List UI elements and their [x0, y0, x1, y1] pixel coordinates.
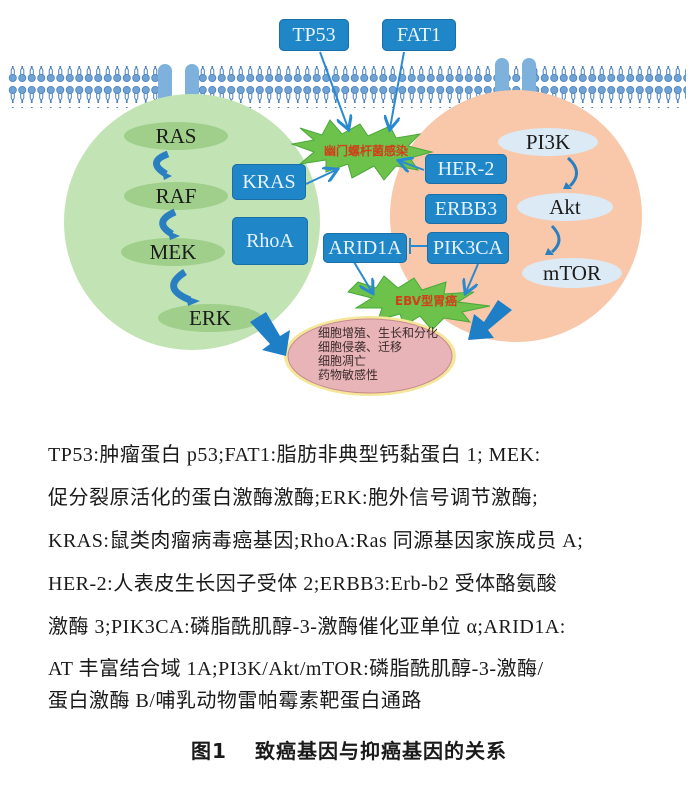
outcome-list: 细胞增殖、生长和分化 细胞侵袭、迁移 细胞凋亡 药物敏感性 — [318, 326, 438, 382]
cell-membrane — [8, 58, 686, 119]
left-cell — [64, 94, 320, 350]
outcome-oval — [287, 318, 453, 394]
kras-box: KRAS — [232, 164, 306, 200]
caption-line: HER-2:人表皮生长因子受体 2;ERBB3:Erb-b2 受体酪氨酸 — [48, 573, 558, 595]
outcome-item: 细胞增殖、生长和分化 — [318, 326, 439, 340]
pi3k-node: PI3K — [525, 129, 571, 154]
caption-line: 促分裂原活化的蛋白激酶激酶;ERK:胞外信号调节激酶; — [48, 487, 539, 509]
fat1-box: FAT1 — [382, 19, 456, 51]
erbb3-box: ERBB3 — [425, 194, 507, 224]
caption-line: 蛋白激酶 B/哺乳动物雷帕霉素靶蛋白通路 — [48, 690, 422, 712]
tp53-box: TP53 — [279, 19, 349, 51]
diagram-graphics — [8, 51, 686, 396]
mtor-node: mTOR — [543, 260, 601, 285]
figure-title: 图1 致癌基因与抑癌基因的关系 — [0, 735, 698, 764]
pik3ca-box: PIK3CA — [427, 232, 509, 264]
outcome-item: 细胞凋亡 — [318, 354, 367, 368]
caption-line: TP53:肿瘤蛋白 p53;FAT1:脂肪非典型钙黏蛋白 1; MEK: — [48, 444, 541, 466]
rhoa-box: RhoA — [232, 217, 308, 265]
caption-line: 激酶 3;PIK3CA:磷脂酰肌醇-3-激酶催化亚单位 α;ARID1A: — [48, 616, 566, 638]
figure-number: 图1 — [191, 739, 227, 763]
signaling-diagram: TP53 FAT1 RAS RAF MEK ERK KRAS RhoA ARID… — [8, 19, 686, 396]
outcome-item: 药物敏感性 — [318, 368, 379, 382]
erk-node: ERK — [189, 305, 231, 330]
raf-node: RAF — [155, 183, 197, 208]
caption-line: KRAS:鼠类肉瘤病毒癌基因;RhoA:Ras 同源基因家族成员 A; — [48, 530, 584, 552]
h-pylori-label: 幽门螺杆菌感染 — [323, 143, 408, 158]
her2-box: HER-2 — [425, 154, 507, 184]
figure-title-text: 致癌基因与抑癌基因的关系 — [254, 739, 507, 763]
ras-node: RAS — [155, 123, 197, 148]
caption-line: AT 丰富结合域 1A;PI3K/Akt/mTOR:磷脂酰肌醇-3-激酶/ — [48, 658, 544, 680]
ebv-gastric-cancer-label: EBV型胃癌 — [394, 293, 458, 308]
outcome-item: 细胞侵袭、迁移 — [318, 340, 403, 354]
akt-node: Akt — [549, 194, 581, 219]
arid1a-box: ARID1A — [323, 233, 407, 263]
mek-node: MEK — [149, 239, 197, 264]
